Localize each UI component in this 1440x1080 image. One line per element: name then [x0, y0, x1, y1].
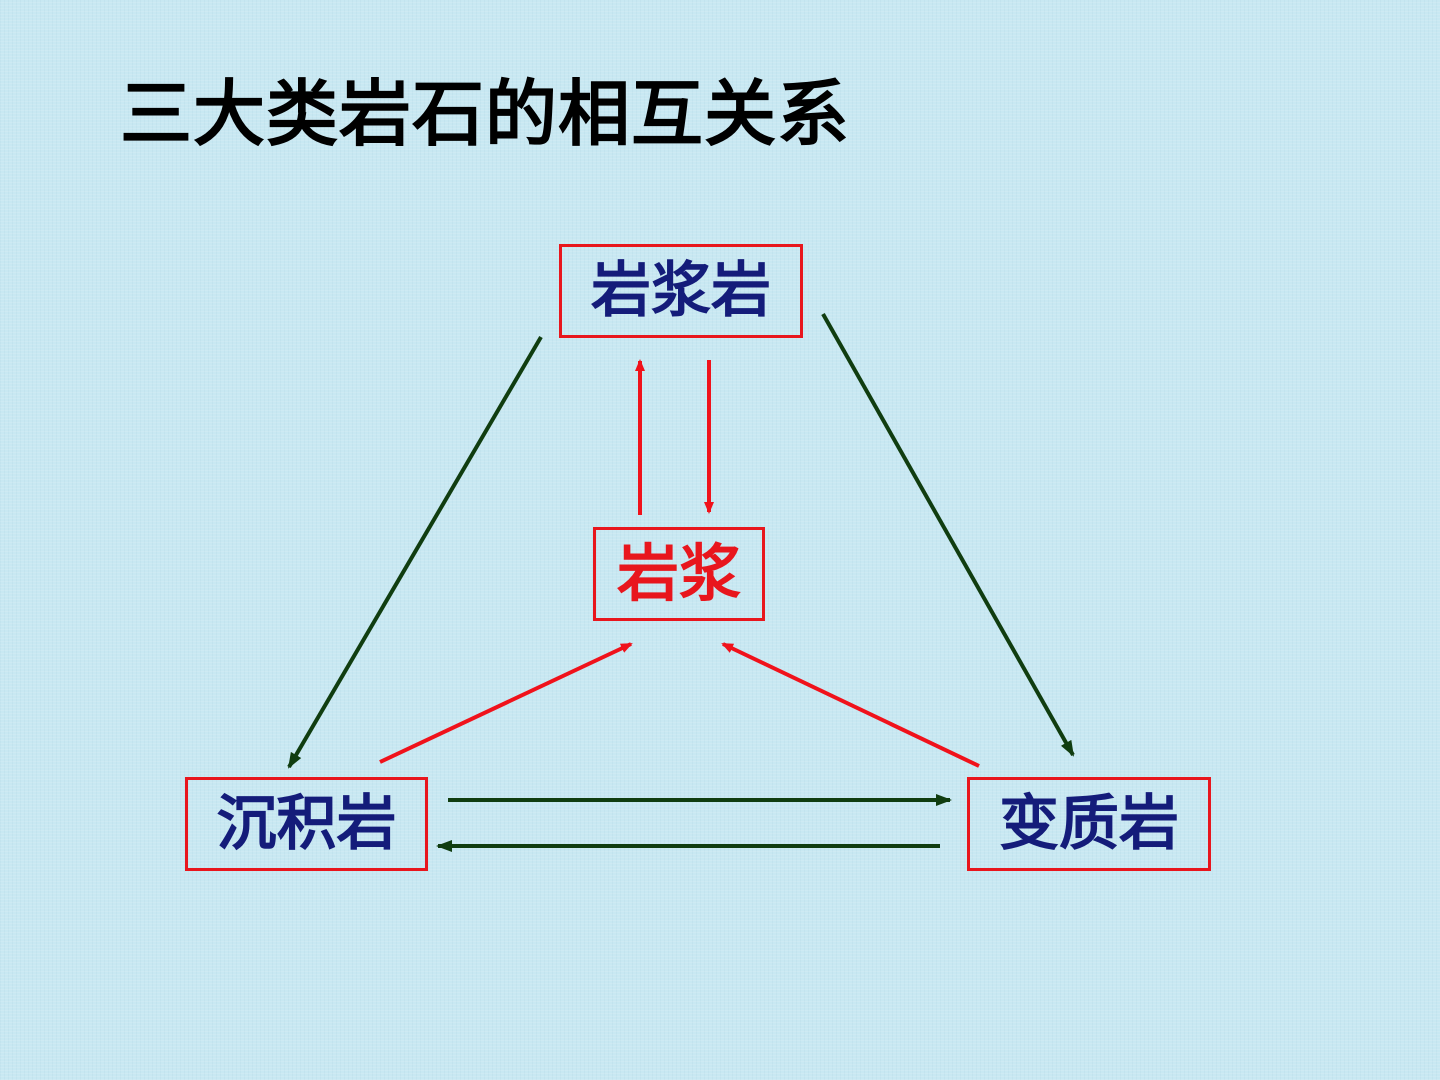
- node-magma: 岩浆: [593, 527, 765, 621]
- arrow-igneous-to-metamorphic: [821, 313, 1075, 757]
- node-metamorphic-rock: 变质岩: [967, 777, 1211, 871]
- arrow-metamorphic-to-magma: [721, 642, 980, 768]
- node-metamorphic-label: 变质岩: [999, 789, 1179, 859]
- arrow-sedimentary-to-magma: [379, 642, 633, 764]
- node-sedimentary-label: 沉积岩: [216, 789, 397, 859]
- arrow-igneous-to-sedimentary: [287, 335, 543, 769]
- node-igneous-label: 岩浆岩: [591, 256, 771, 326]
- page-title: 三大类岩石的相互关系: [120, 72, 851, 156]
- node-sedimentary-rock: 沉积岩: [185, 777, 428, 871]
- node-igneous-rock: 岩浆岩: [559, 244, 803, 338]
- node-magma-label: 岩浆: [616, 537, 741, 610]
